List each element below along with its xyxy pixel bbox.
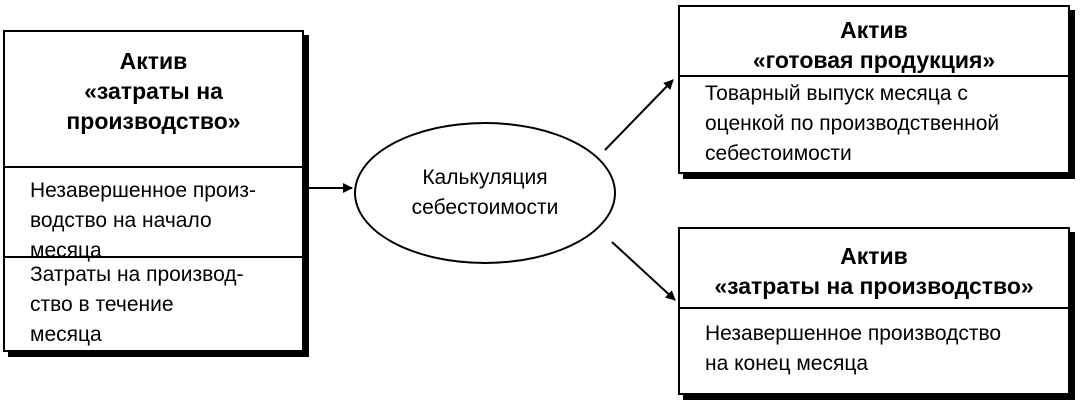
wip-end-title-line2: «затраты на производство» <box>714 273 1034 299</box>
finished-goods-title-line2: «готовая продукция» <box>752 47 996 73</box>
wip-start-line2: водство на начало <box>30 209 212 232</box>
monthly-costs-line3: месяца <box>30 323 102 346</box>
left-box-monthly-costs-section: Затраты на производ- ство в течение меся… <box>5 256 302 350</box>
finished-goods-title-line1: Актив <box>840 17 908 43</box>
calculation-line2: себестоимости <box>411 196 559 219</box>
finished-goods-body: Товарный выпуск месяца с оценкой по прои… <box>680 75 1068 169</box>
left-box-header: Актив «затраты на производство» <box>5 32 302 166</box>
left-box-title-line1: Актив <box>119 48 188 74</box>
wip-end-line2: на конец месяца <box>705 352 869 375</box>
wip-start-line3: месяца <box>30 239 102 262</box>
wip-end-header: Актив «затраты на производство» <box>680 229 1068 307</box>
arrow-to-wip-end <box>611 241 676 301</box>
left-box-title-line2: «затраты на <box>84 78 223 104</box>
calculation-line1: Калькуляция <box>422 166 548 189</box>
wip-end-body: Незавершенное производство на конец меся… <box>680 307 1068 379</box>
asset-finished-goods-box: Актив «готовая продукция» Товарный выпус… <box>678 5 1070 174</box>
finished-goods-header: Актив «готовая продукция» <box>680 7 1068 75</box>
wip-end-line1: Незавершенное производство <box>705 322 1002 345</box>
finished-goods-line2: оценкой по производственной <box>705 112 1000 135</box>
left-box-title-line3: производство» <box>66 108 241 134</box>
cost-calculation-ellipse: Калькуляция себестоимости <box>354 122 616 264</box>
left-box-wip-start-section: Незавершенное произ- водство на начало м… <box>5 166 302 262</box>
wip-start-line1: Незавершенное произ- <box>30 179 256 202</box>
wip-end-title-line1: Актив <box>840 243 908 269</box>
monthly-costs-line1: Затраты на производ- <box>30 263 244 286</box>
arrow-to-finished-goods <box>604 79 674 151</box>
finished-goods-line1: Товарный выпуск месяца с <box>705 82 968 105</box>
asset-production-costs-end-box: Актив «затраты на производство» Незаверш… <box>678 227 1070 395</box>
asset-production-costs-start-box: Актив «затраты на производство» Незаверш… <box>3 30 304 352</box>
finished-goods-line3: себестоимости <box>705 142 852 165</box>
monthly-costs-line2: ство в течение <box>30 293 174 316</box>
